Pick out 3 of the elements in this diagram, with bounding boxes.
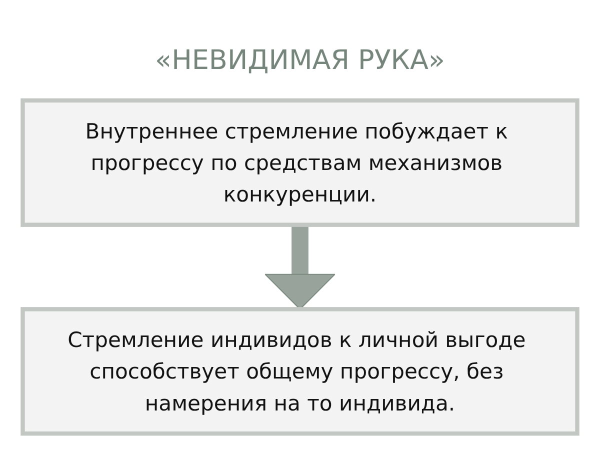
node-box: Внутреннее стремление побуждает к прогрессу по средствам механизмов конкуренции.: [20, 98, 580, 227]
node-box: Стремление индивидов к личной выгоде способствует общему прогрессу, без намерения на то индивида.: [20, 307, 580, 436]
title: «НЕВИДИМАЯ РУКА»: [154, 44, 446, 78]
